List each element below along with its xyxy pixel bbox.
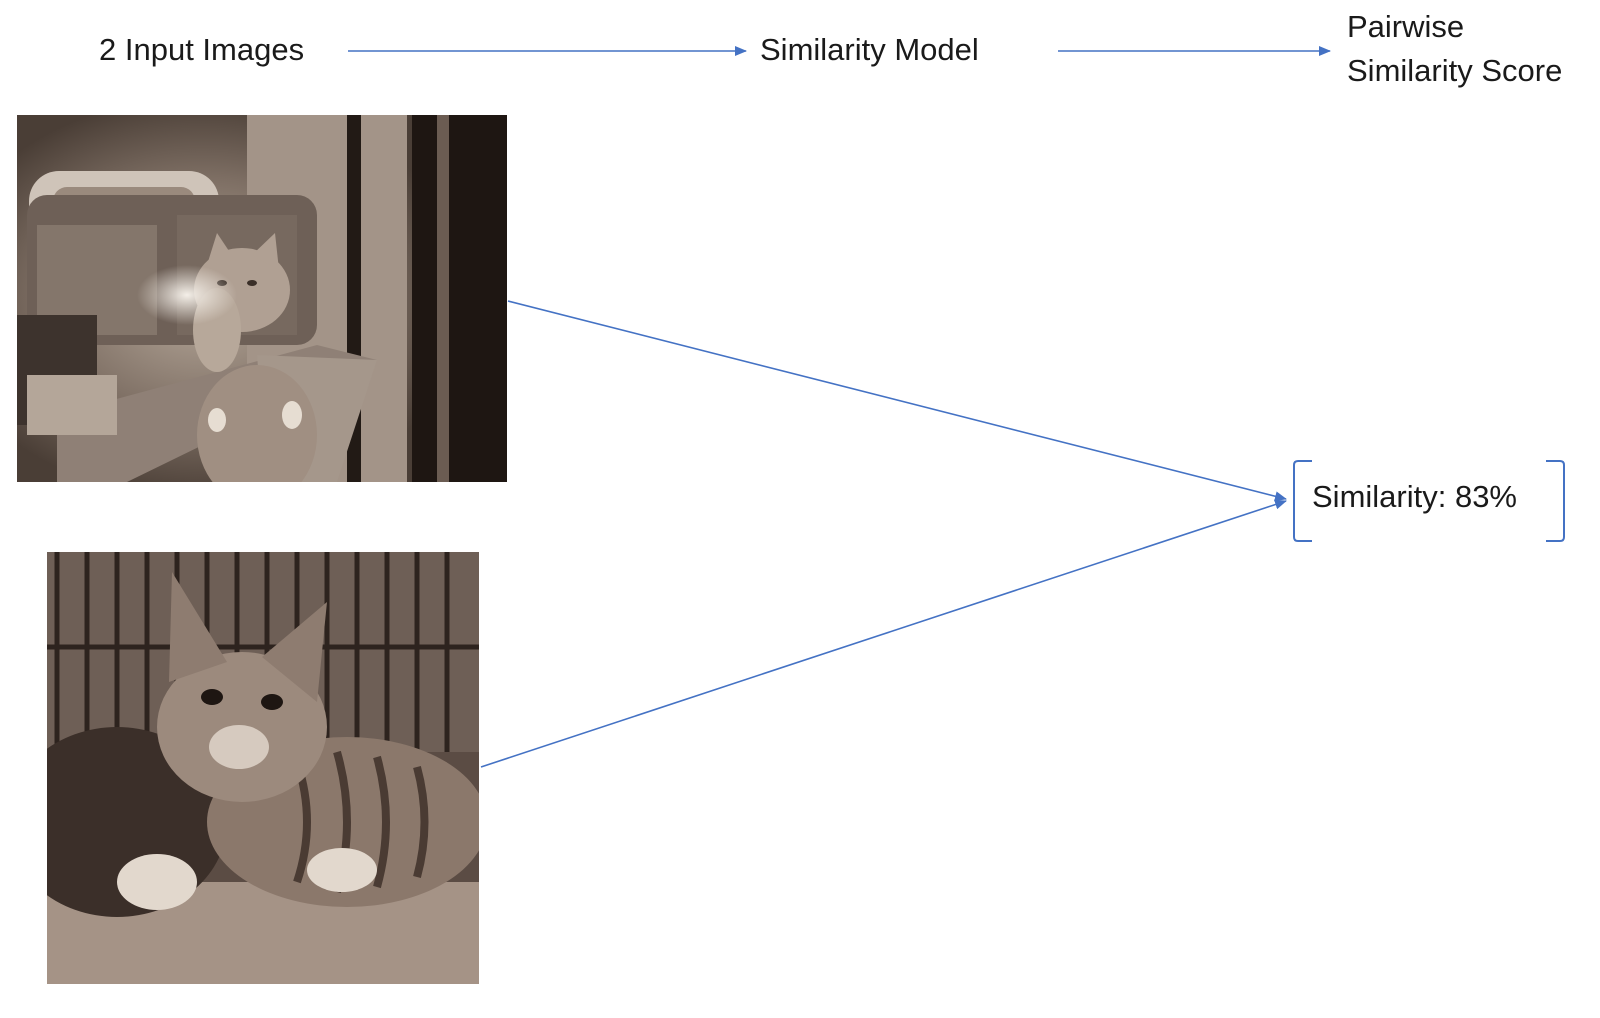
pairwise-score-label: Pairwise Similarity Score: [1347, 5, 1562, 93]
similarity-result-text: Similarity: 83%: [1312, 479, 1517, 514]
similarity-model-label: Similarity Model: [760, 32, 979, 67]
arrow-image1-to-result: [507, 300, 1287, 502]
arrow-image2-to-result: [480, 499, 1287, 768]
input-image-1: [17, 115, 507, 482]
input-image-2: [47, 552, 479, 984]
input-images-label: 2 Input Images: [99, 32, 305, 67]
pairwise-score-label-line2: Similarity Score: [1347, 53, 1563, 89]
similarity-result: Similarity: 83%: [1298, 461, 1570, 541]
pairwise-score-label-line1: Pairwise: [1347, 9, 1465, 44]
